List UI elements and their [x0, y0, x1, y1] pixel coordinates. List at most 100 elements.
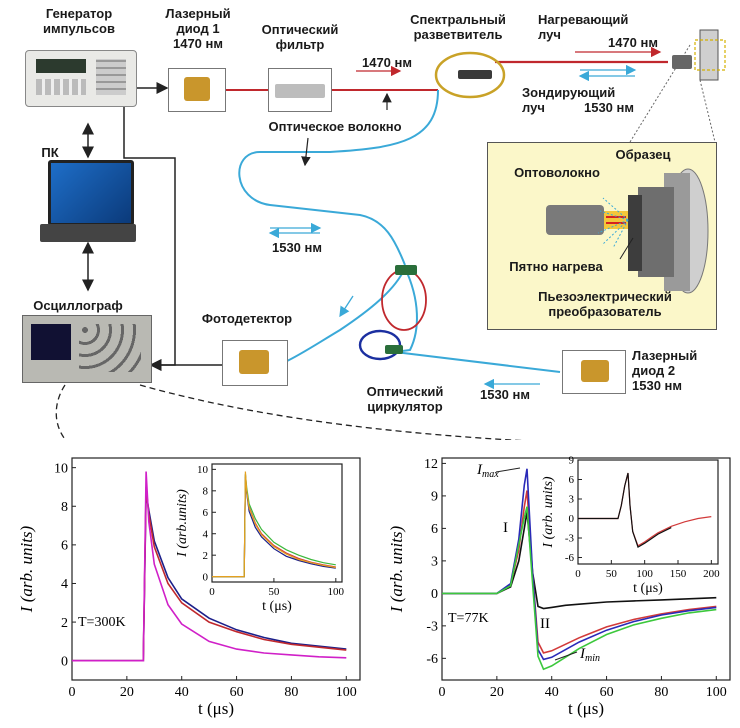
x-axis-label: t (μs): [262, 599, 292, 614]
x-tick-label: 200: [703, 568, 720, 580]
y-axis-label: I (arb.units): [175, 489, 190, 558]
label-photodetector: Фотодетектор: [201, 311, 293, 326]
x-axis-label: t (μs): [198, 699, 234, 718]
x-tick-label: 50: [606, 568, 618, 580]
oscilloscope: [22, 315, 152, 383]
y-tick-label: -6: [565, 552, 575, 564]
y-tick-label: 6: [569, 474, 575, 486]
cyan-fiber-loop: [238, 89, 439, 266]
x-tick-label: 0: [575, 568, 581, 580]
x-tick-label: 150: [670, 568, 687, 580]
series-line-3: [212, 471, 336, 578]
inset-77k-frame: [577, 459, 719, 565]
inset-300k: 0 50 100 0 2 4 6 8 10 t (μs) I (arb.units): [175, 463, 345, 614]
y-tick-label: 4: [61, 577, 68, 592]
y-tick-label: 6: [203, 507, 209, 519]
x-tick-label: 80: [284, 685, 298, 700]
imin-pointer: [554, 651, 578, 661]
x-tick-label: 60: [230, 685, 244, 700]
x-tick-label: 50: [268, 586, 280, 598]
y-axis-label: I (arb. units): [387, 525, 406, 613]
label-heating-beam: Нагревающий луч: [538, 12, 629, 42]
label-probe-beam: Зондирующий луч: [522, 85, 616, 115]
y-tick-label: 10: [54, 461, 68, 476]
y-axis-label: I (arb. units): [17, 525, 36, 613]
inset-label-piezo: Пьезоэлектрический преобразователь: [538, 289, 672, 319]
series-line-0: [442, 511, 717, 610]
x-tick-label: 0: [209, 586, 215, 598]
label-1470-mid: 1470 нм: [361, 55, 412, 70]
y-tick-label: 10: [197, 464, 209, 476]
x-tick-label: 100: [336, 685, 357, 700]
y-tick-label: 0: [203, 571, 209, 583]
x-tick-label: 40: [545, 685, 559, 700]
label-1530-bottom: 1530 нм: [479, 387, 530, 402]
y-tick-label: 9: [431, 490, 438, 505]
label-laser-diode-2: Лазерный диод 2 1530 нм: [632, 348, 698, 393]
annotation-300k: T=300K: [78, 615, 126, 630]
series-line-1: [578, 472, 672, 548]
x-axis-label: t (μs): [633, 581, 663, 596]
x-tick-label: 100: [328, 586, 345, 598]
y-tick-label: 3: [431, 555, 438, 570]
y-tick-label: 12: [424, 457, 438, 472]
label-laser-diode-1: Лазерный диод 1 1470 нм: [165, 6, 231, 51]
label-pc: ПК: [41, 145, 59, 160]
label-region-1: I: [503, 520, 508, 536]
y-tick-label: -3: [565, 533, 575, 545]
y-tick-label: -3: [426, 620, 438, 635]
laser-diode-1: [168, 68, 226, 112]
x-tick-label: 20: [490, 685, 504, 700]
x-tick-label: 100: [706, 685, 727, 700]
x-tick-label: 80: [654, 685, 668, 700]
diagram-connections: [55, 29, 726, 440]
x-tick-label: 100: [636, 568, 653, 580]
y-axis-label: I (arb. units): [541, 476, 556, 549]
label-circulator: Оптический циркулятор: [366, 384, 444, 414]
y-tick-label: 4: [203, 528, 209, 540]
x-axis-label: t (μs): [568, 699, 604, 718]
y-tick-label: 6: [61, 539, 68, 554]
label-1530-left: 1530 нм: [271, 240, 322, 255]
y-tick-label: -6: [426, 652, 438, 667]
cyan-fiber-laser2: [394, 351, 561, 373]
x-tick-label: 0: [439, 685, 446, 700]
y-tick-label: 6: [431, 522, 438, 537]
label-region-2: II: [540, 616, 550, 632]
inset-label-sample: Образец: [615, 147, 671, 162]
inset-label-fiber: Оптоволокно: [514, 165, 600, 180]
label-oscilloscope: Осциллограф: [33, 298, 123, 313]
label-pulse-generator: Генератор импульсов: [43, 6, 115, 36]
x-tick-label: 20: [120, 685, 134, 700]
y-tick-label: 3: [569, 494, 575, 506]
laptop-pc: [40, 160, 136, 248]
setup-diagram: Генератор импульсов Лазерный диод 1 1470…: [22, 6, 726, 440]
y-tick-label: 2: [61, 616, 68, 631]
series-line-3: [442, 506, 717, 671]
pulse-generator: [25, 50, 137, 107]
y-tick-label: 8: [61, 500, 68, 515]
series-line-2: [72, 471, 347, 662]
x-tick-label: 40: [175, 685, 189, 700]
y-tick-label: 0: [431, 587, 438, 602]
y-tick-label: 8: [203, 485, 209, 497]
series-line-2: [442, 468, 717, 661]
label-optical-filter: Оптический фильтр: [261, 22, 339, 52]
inset-77k: 0 50 100 150 200 -6 -3 0 3 6 9 t (μs) I (arb. units): [541, 455, 720, 596]
label-spectral-splitter: Спектральный разветвитель: [410, 12, 506, 42]
y-tick-label: 2: [203, 550, 209, 562]
photodetector: [222, 340, 288, 386]
label-heating-wavelength: 1470 нм: [607, 35, 658, 50]
laser-diode-2: [562, 350, 626, 394]
imax-pointer: [495, 467, 521, 473]
inset-label-heat-spot: Пятно нагрева: [509, 259, 603, 274]
x-tick-label: 0: [69, 685, 76, 700]
y-tick-label: 0: [569, 513, 575, 525]
splitter-coil: [434, 51, 506, 99]
y-tick-label: 9: [569, 455, 575, 467]
sample-closeup-inset: Образец Оптоволокно Пятно нагрева Пьезоэ…: [487, 142, 717, 330]
x-tick-label: 60: [600, 685, 614, 700]
annotation-77k: T=77K: [448, 611, 489, 626]
